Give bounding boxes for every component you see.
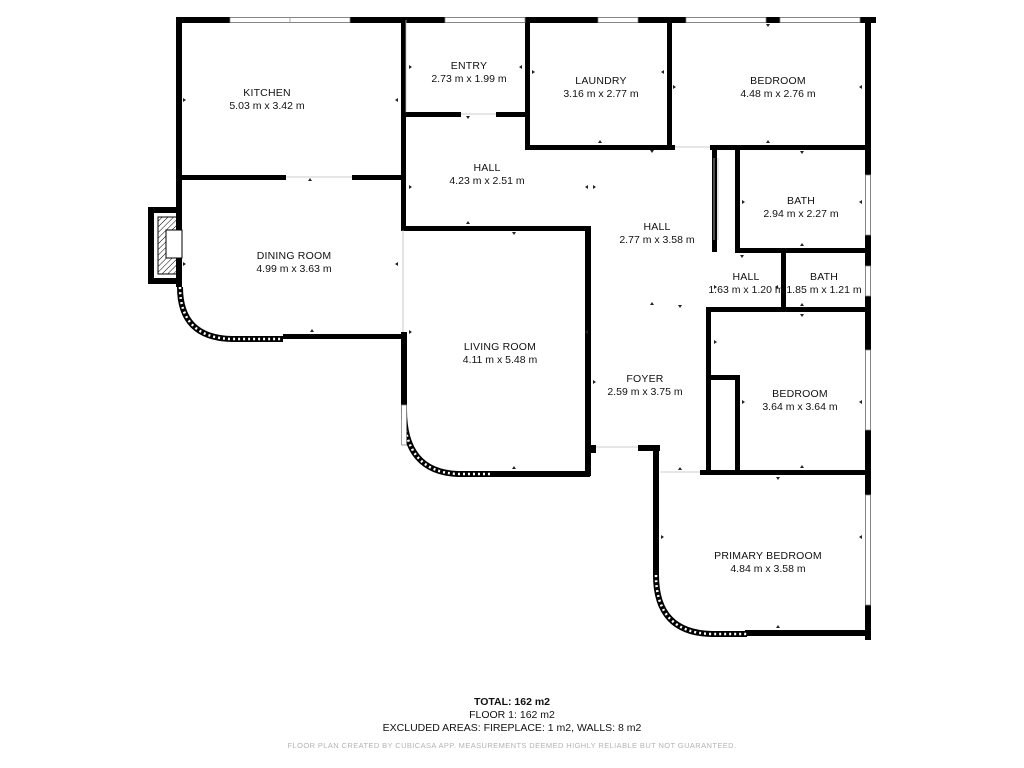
room-dims-bath-upper: 2.94 m x 2.27 m: [763, 208, 839, 220]
room-name-entry: ENTRY: [451, 60, 487, 72]
room-dims-living-room: 4.11 m x 5.48 m: [463, 354, 538, 366]
total-area: TOTAL: 162 m2: [473, 696, 551, 708]
room-dims-hall-center: 2.77 m x 3.58 m: [619, 234, 695, 246]
room-labels: KITCHEN 5.03 m x 3.42 m ENTRY 2.73 m x 1…: [229, 60, 862, 575]
room-dims-kitchen: 5.03 m x 3.42 m: [229, 100, 305, 112]
room-name-bedroom-top: BEDROOM: [750, 75, 806, 87]
room-dims-bath-small: 1.85 m x 1.21 m: [786, 284, 862, 296]
room-dims-entry: 2.73 m x 1.99 m: [431, 73, 507, 85]
room-name-hall-upper: HALL: [473, 162, 500, 174]
room-name-primary-bedroom: PRIMARY BEDROOM: [714, 550, 822, 562]
room-name-kitchen: KITCHEN: [243, 87, 291, 99]
windows: [229, 17, 871, 606]
room-name-dining-room: DINING ROOM: [257, 250, 332, 262]
room-dims-hall-upper: 4.23 m x 2.51 m: [449, 175, 525, 187]
room-dims-foyer: 2.59 m x 3.75 m: [607, 386, 683, 398]
room-name-bath-upper: BATH: [787, 195, 815, 207]
room-dims-bedroom-right: 3.64 m x 3.64 m: [762, 401, 838, 413]
room-name-foyer: FOYER: [626, 373, 663, 385]
excluded-areas: EXCLUDED AREAS: FIREPLACE: 1 m2, WALLS: …: [382, 722, 642, 734]
room-dims-hall-small: 1.63 m x 1.20 m: [708, 284, 784, 296]
room-name-bath-small: BATH: [810, 271, 838, 283]
walls: [148, 17, 876, 640]
room-name-bedroom-right: BEDROOM: [772, 388, 828, 400]
bay-windows: [177, 286, 747, 637]
room-name-living-room: LIVING ROOM: [464, 341, 536, 353]
area-summary: TOTAL: 162 m2 FLOOR 1: 162 m2 EXCLUDED A…: [0, 696, 1024, 735]
floor-area: FLOOR 1: 162 m2: [469, 709, 555, 721]
room-name-hall-small: HALL: [732, 271, 759, 283]
disclaimer-text: FLOOR PLAN CREATED BY CUBICASA APP. MEAS…: [287, 741, 737, 750]
openings: [286, 20, 719, 473]
room-dims-laundry: 3.16 m x 2.77 m: [563, 88, 639, 100]
room-name-laundry: LAUNDRY: [575, 75, 626, 87]
room-dims-dining-room: 4.99 m x 3.63 m: [256, 263, 332, 275]
room-dims-bedroom-top: 4.48 m x 2.76 m: [740, 88, 816, 100]
dimension-markers: [183, 24, 862, 628]
room-dims-primary-bedroom: 4.84 m x 3.58 m: [730, 563, 806, 575]
room-name-hall-center: HALL: [643, 221, 670, 233]
